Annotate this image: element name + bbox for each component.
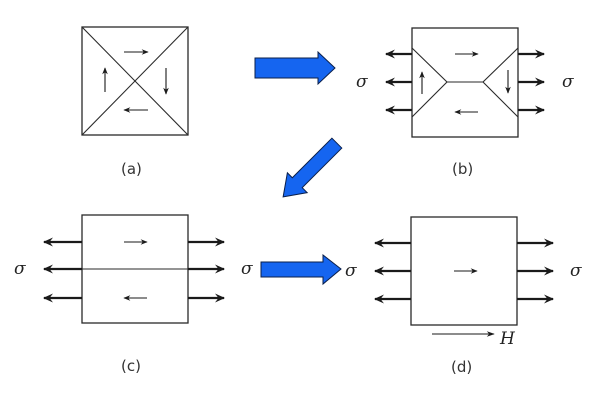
stress-symbol-right: σ [562, 72, 574, 92]
panel-b: σ σ (b) [356, 27, 574, 178]
stress-symbol-right: σ [570, 261, 582, 281]
stress-symbol-left: σ [345, 261, 357, 281]
process-arrow-c-to-d [260, 253, 342, 286]
applied-field-symbol: H [499, 329, 516, 349]
panel-a: (a) [81, 26, 189, 178]
stress-symbol-left: σ [356, 72, 368, 92]
process-arrow-b-to-c [282, 137, 343, 198]
sample-boundary [81, 26, 189, 136]
panel-label-c: (c) [121, 357, 141, 375]
domain-wall [411, 47, 448, 118]
domain-wall [482, 47, 519, 118]
process-arrow-a-to-b [254, 50, 336, 86]
panel-label-b: (b) [452, 160, 473, 178]
domain-wall [81, 26, 189, 136]
panel-c: σ σ (c) [14, 214, 253, 375]
panel-label-a: (a) [121, 160, 142, 178]
panel-d: σ σ H (d) [345, 216, 582, 376]
panel-label-d: (d) [451, 358, 472, 376]
stress-symbol-right: σ [241, 259, 253, 279]
stress-symbol-left: σ [14, 259, 26, 279]
